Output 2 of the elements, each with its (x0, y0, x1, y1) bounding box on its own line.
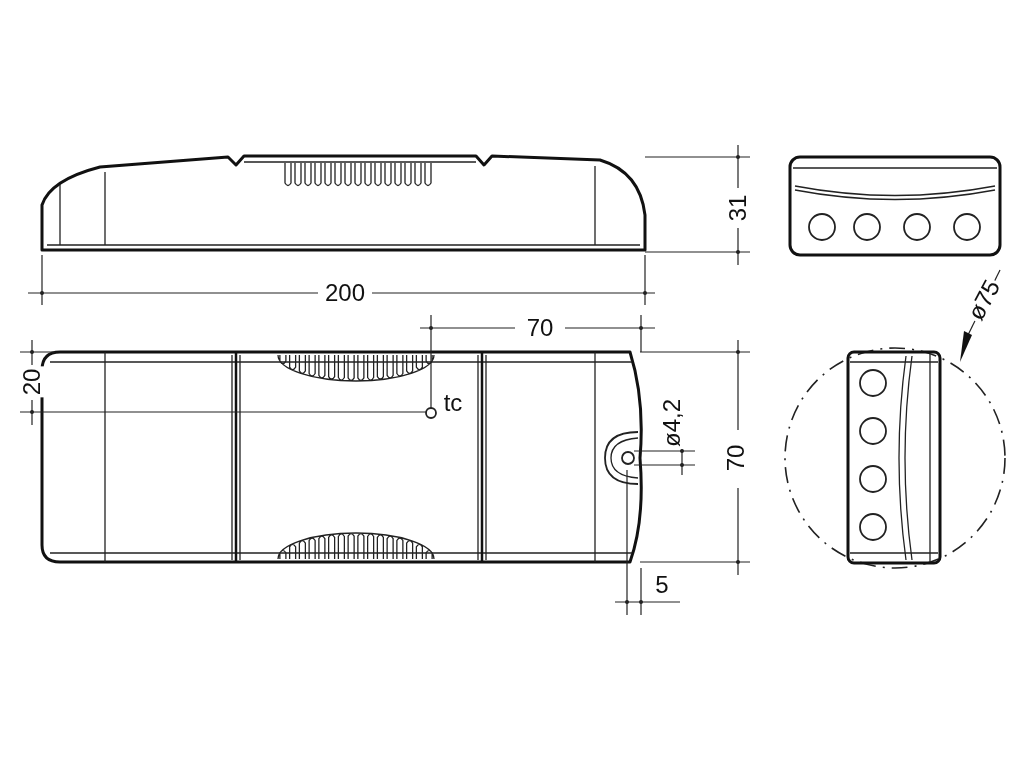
dimension-label: ø4,2 (660, 397, 684, 449)
dimension-label: 20 (20, 366, 44, 398)
